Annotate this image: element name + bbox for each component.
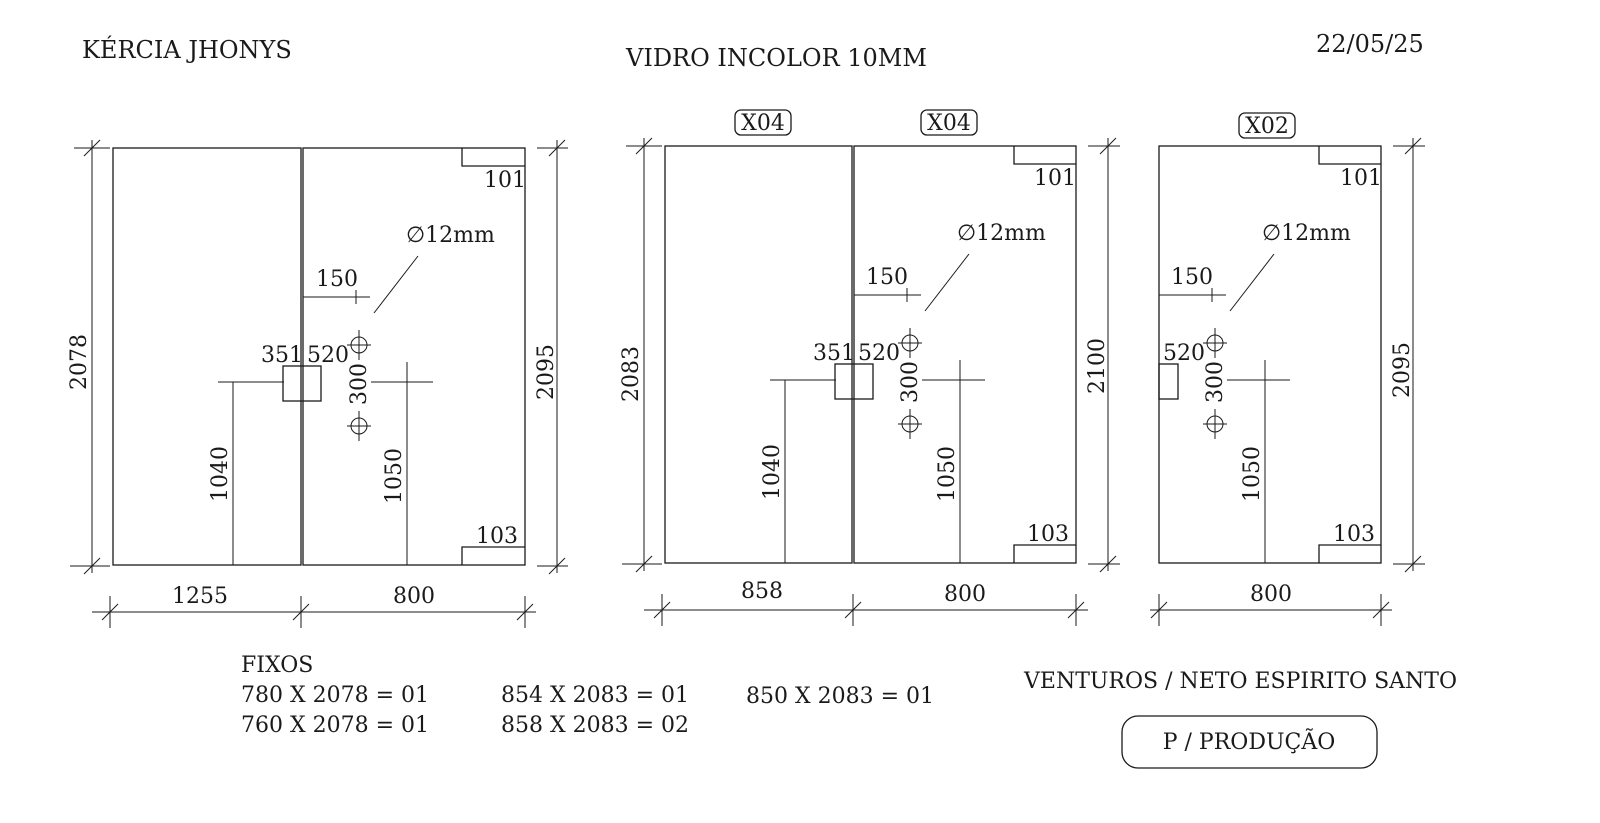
hole-diameter: ∅12mm bbox=[1262, 221, 1351, 246]
door-glass-3 bbox=[1158, 145, 1382, 564]
dim-520: 520 bbox=[307, 343, 349, 368]
fixed-glass-1 bbox=[112, 147, 302, 566]
panel-group-2: X04 X04 101 103 2083 2100 858 800 bbox=[619, 109, 1120, 626]
dim-351: 351 bbox=[813, 341, 855, 366]
cut-item: 850 X 2083 = 01 bbox=[746, 684, 934, 709]
height-dim-left: 2078 bbox=[67, 334, 92, 390]
label-101: 101 bbox=[484, 168, 526, 193]
bottom-hinge-notch bbox=[461, 546, 525, 565]
cut-item: 760 X 2078 = 01 bbox=[241, 713, 429, 738]
width-dim-door: 800 bbox=[393, 584, 435, 609]
dim-1050: 1050 bbox=[935, 446, 960, 502]
width-dim-door: 800 bbox=[1250, 582, 1292, 607]
door-glass-2 bbox=[853, 145, 1077, 564]
dim-300: 300 bbox=[898, 361, 923, 403]
dim-150: 150 bbox=[866, 265, 908, 290]
production-stamp-box bbox=[1121, 715, 1378, 769]
tag-box-right bbox=[920, 109, 978, 136]
label-103: 103 bbox=[1333, 522, 1375, 547]
width-dim-fixed: 858 bbox=[741, 579, 783, 604]
fixos-title: FIXOS bbox=[241, 653, 313, 678]
lock-box bbox=[1158, 363, 1179, 400]
dim-150: 150 bbox=[316, 267, 358, 292]
hole-diameter: ∅12mm bbox=[957, 221, 1046, 246]
dim-300: 300 bbox=[347, 363, 372, 405]
tag-box-left bbox=[734, 109, 792, 136]
tag-box bbox=[1238, 112, 1296, 139]
lock-box bbox=[834, 363, 874, 400]
dim-150: 150 bbox=[1171, 265, 1213, 290]
hole-diameter: ∅12mm bbox=[406, 223, 495, 248]
label-101: 101 bbox=[1034, 166, 1076, 191]
material-title: VIDRO INCOLOR 10MM bbox=[625, 44, 927, 72]
cut-item: 854 X 2083 = 01 bbox=[501, 683, 689, 708]
bottom-hinge-notch bbox=[1318, 544, 1381, 563]
dim-1040: 1040 bbox=[760, 444, 785, 500]
label-103: 103 bbox=[1027, 522, 1069, 547]
drawing-date: 22/05/25 bbox=[1316, 30, 1424, 58]
label-101: 101 bbox=[1340, 166, 1382, 191]
bottom-hinge-notch bbox=[1013, 544, 1076, 563]
label-103: 103 bbox=[476, 524, 518, 549]
height-dim-right: 2095 bbox=[1390, 342, 1415, 398]
cut-list: FIXOS 780 X 2078 = 01 760 X 2078 = 01 85… bbox=[241, 653, 934, 738]
fixed-glass-2 bbox=[664, 145, 853, 564]
cut-item: 780 X 2078 = 01 bbox=[241, 683, 429, 708]
dim-1050: 1050 bbox=[1240, 446, 1265, 502]
tag-x04-right: X04 bbox=[927, 111, 971, 136]
height-dim-right: 2100 bbox=[1085, 338, 1110, 394]
cut-item: 858 X 2083 = 02 bbox=[501, 713, 689, 738]
dim-520: 520 bbox=[858, 341, 900, 366]
dim-1040: 1040 bbox=[208, 446, 233, 502]
width-dim-door: 800 bbox=[944, 582, 986, 607]
top-hinge-notch bbox=[1318, 146, 1381, 165]
supplier-name: VENTUROS / NETO ESPIRITO SANTO bbox=[1023, 669, 1457, 694]
top-hinge-notch bbox=[1013, 146, 1076, 165]
panel-group-3: X02 101 103 2095 800 520 150 ∅12mm bbox=[1150, 112, 1425, 626]
lock-box bbox=[282, 365, 322, 402]
height-dim-left: 2083 bbox=[619, 346, 644, 402]
door-glass-1 bbox=[302, 147, 526, 566]
tag-x02: X02 bbox=[1245, 114, 1289, 139]
tag-x04-left: X04 bbox=[741, 111, 785, 136]
client-name: KÉRCIA JHONYS bbox=[82, 35, 292, 64]
dim-520: 520 bbox=[1163, 341, 1205, 366]
height-dim-right: 2095 bbox=[534, 344, 559, 400]
dim-351: 351 bbox=[261, 343, 303, 368]
top-hinge-notch bbox=[461, 148, 525, 167]
dim-1050: 1050 bbox=[382, 448, 407, 504]
production-stamp: P / PRODUÇÃO bbox=[1163, 727, 1336, 755]
panel-group-1: 101 103 2078 2095 1255 800 351 520 1040 bbox=[67, 139, 568, 628]
dim-300: 300 bbox=[1203, 361, 1228, 403]
width-dim-fixed: 1255 bbox=[172, 584, 228, 609]
